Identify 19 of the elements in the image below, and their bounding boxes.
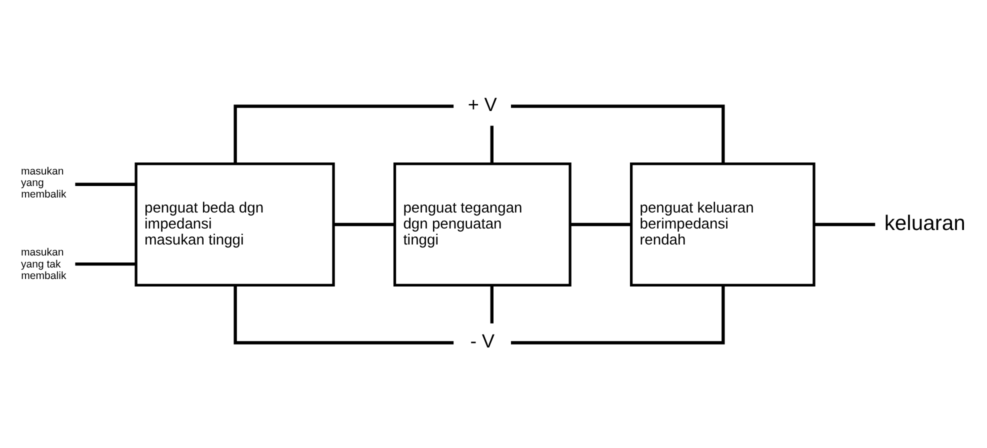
connector bbox=[75, 182, 136, 186]
connector bbox=[490, 125, 494, 164]
node-text: + V bbox=[468, 94, 497, 116]
node-text: - V bbox=[470, 330, 495, 352]
connector bbox=[334, 222, 394, 226]
node-box: penguat beda dgn impedansi masukan tinggi bbox=[134, 162, 335, 286]
node-box: penguat tegangan dgn penguatan tinggi bbox=[393, 162, 572, 286]
node-text: masukan yang membalik bbox=[20, 164, 66, 200]
connector bbox=[490, 284, 494, 323]
connector bbox=[510, 284, 725, 344]
connector bbox=[75, 262, 136, 266]
connector bbox=[510, 104, 725, 164]
node-text: keluaran bbox=[884, 211, 966, 234]
connector bbox=[234, 104, 454, 164]
node-text: masukan yang tak membalik bbox=[20, 246, 66, 282]
connector bbox=[234, 284, 454, 344]
connector bbox=[570, 222, 632, 226]
connector bbox=[814, 222, 876, 226]
node-box: penguat keluaran berimpedansi rendah bbox=[630, 162, 816, 286]
